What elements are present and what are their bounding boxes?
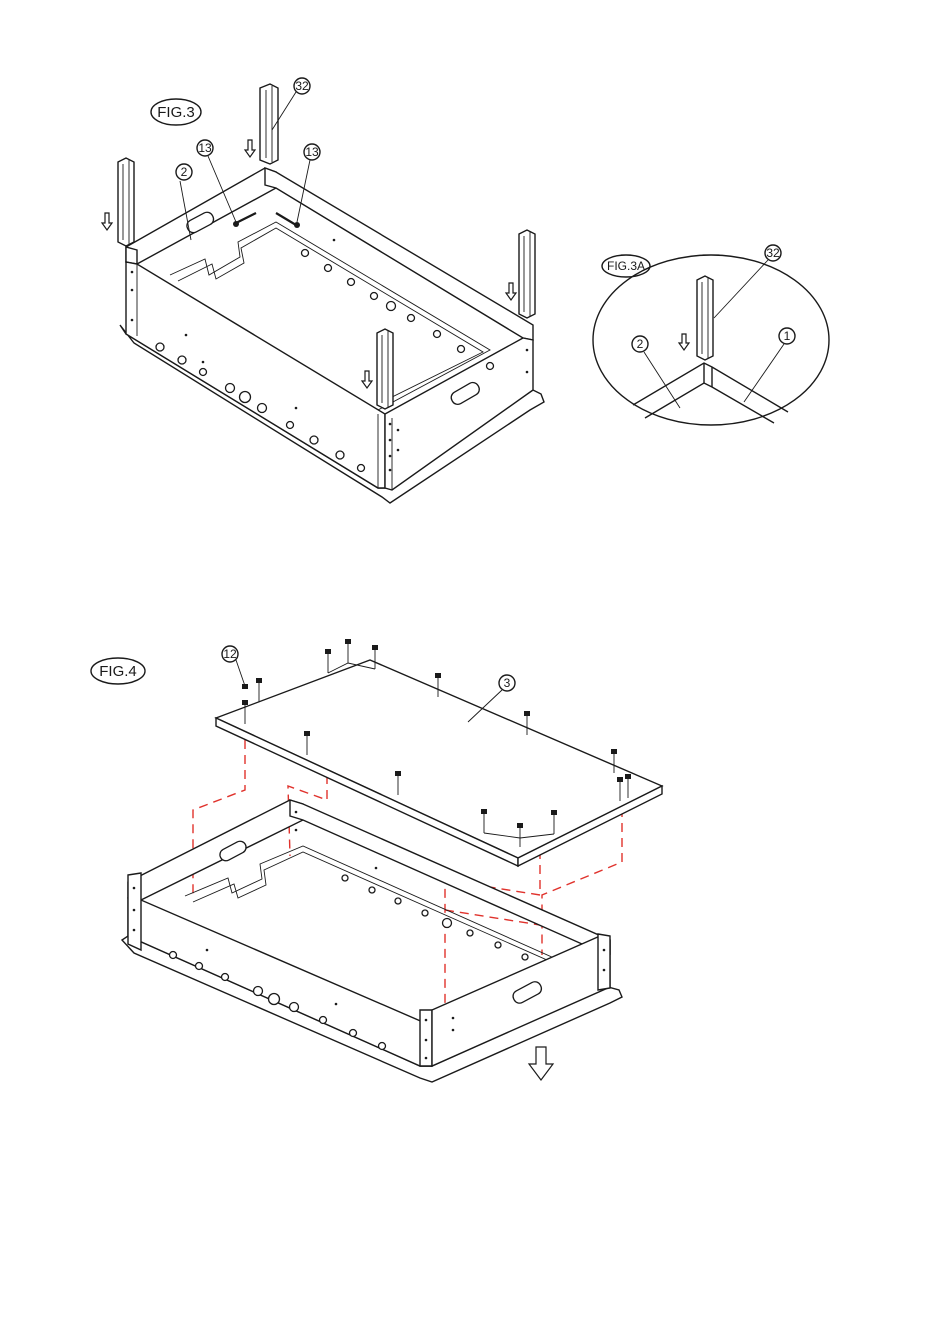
fig3a-corner-joint [633, 276, 788, 423]
fig4-front-long-panel [128, 898, 432, 1066]
fig3-corner-post-front [377, 329, 393, 409]
fig3-bolts [233, 213, 300, 228]
svg-text:1: 1 [784, 329, 791, 343]
fig3-label: FIG.3 [157, 104, 195, 121]
svg-text:12: 12 [223, 647, 237, 661]
fig3-corner-post-left [118, 158, 134, 246]
fig4-end-panel-left [128, 800, 303, 900]
fig4-group: FIG.4 [91, 639, 662, 1082]
fig3-front-long-panel [126, 262, 385, 488]
svg-text:2: 2 [637, 337, 644, 351]
fig4-down-arrow [529, 1047, 553, 1080]
fig3-group: FIG.3 [102, 78, 544, 503]
svg-text:13: 13 [198, 141, 212, 155]
fig3a-callout-1: 1 [744, 328, 795, 402]
svg-text:32: 32 [766, 246, 780, 260]
fig3a-group: FIG.3A 32 2 1 [593, 245, 829, 425]
fig3-corner-post-right [519, 230, 535, 318]
fig4-callout-12: 12 [222, 646, 245, 686]
svg-text:3: 3 [504, 676, 511, 690]
svg-text:13: 13 [305, 145, 319, 159]
fig3a-label: FIG.3A [607, 259, 645, 273]
fig4-label: FIG.4 [99, 663, 137, 680]
svg-text:32: 32 [295, 79, 309, 93]
fig3a-callout-2: 2 [632, 336, 680, 408]
svg-text:2: 2 [181, 165, 188, 179]
